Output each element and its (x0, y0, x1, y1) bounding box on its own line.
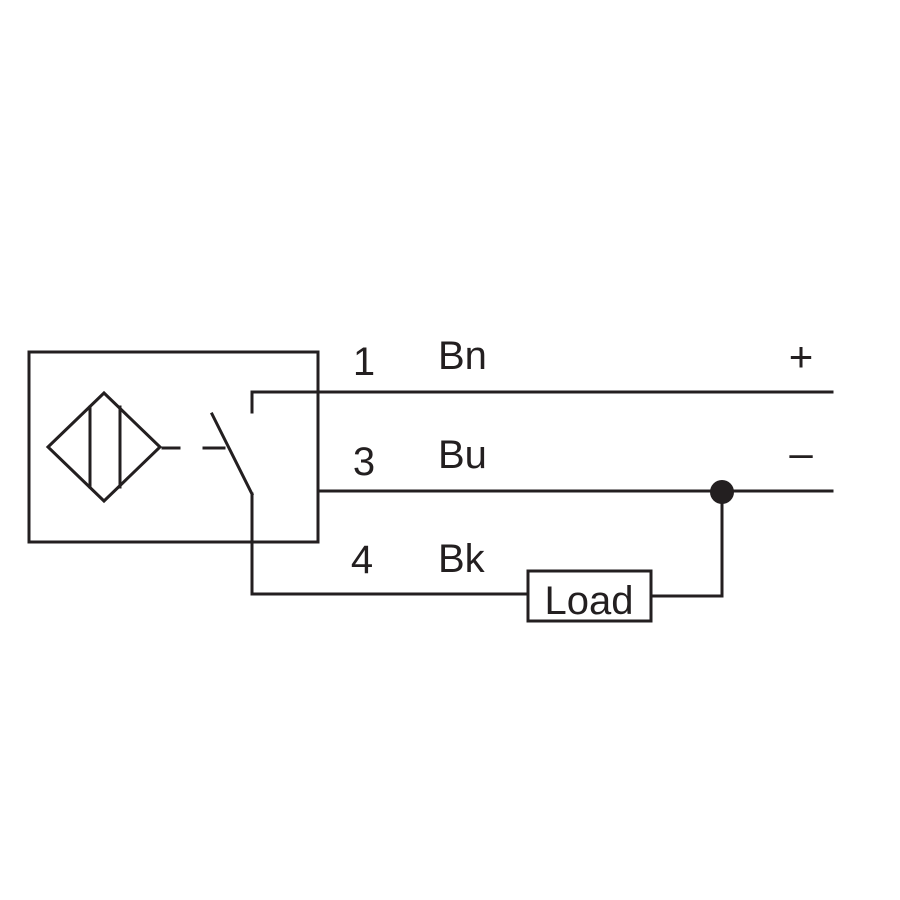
junction-dot (710, 480, 734, 504)
pin-1-label: 1 (353, 340, 375, 384)
normally-open-switch-icon (209, 390, 255, 497)
color-code-bk: Bk (438, 537, 486, 581)
load-return-wire (649, 489, 724, 598)
polarity-plus: + (789, 333, 814, 380)
sensor-housing (27, 350, 320, 544)
inductive-sensor-diamond-icon (45, 390, 163, 504)
color-code-bu: Bu (438, 433, 487, 477)
load-label: Load (545, 579, 634, 623)
polarity-minus: – (789, 429, 813, 476)
color-code-bn: Bn (438, 334, 487, 378)
pin-3-label: 3 (353, 440, 375, 484)
load-box (526, 569, 653, 623)
wire-4-black (250, 492, 530, 596)
pin-4-label: 4 (351, 538, 373, 582)
